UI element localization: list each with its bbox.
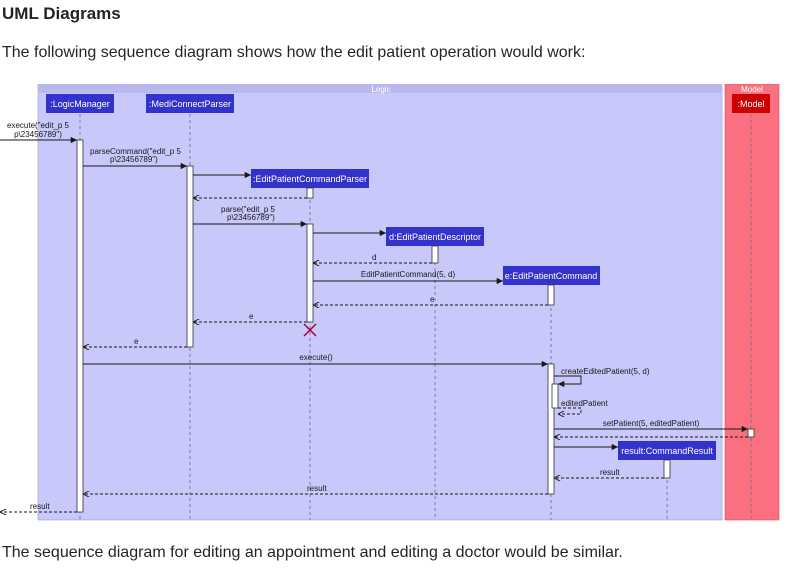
- ret-edited-patient-arrow: [558, 407, 582, 414]
- participant-logic-manager: :LogicManager: [46, 94, 114, 113]
- ret-result-label-2: result: [307, 484, 327, 493]
- msg-create-edited-patient-arrow: [554, 375, 582, 388]
- model-frame-title: Model: [741, 85, 763, 94]
- ret-e-label-1: e: [430, 295, 435, 304]
- msg-parse-label-2: p\23456789"): [227, 213, 275, 222]
- msg-execute-label-1: execute("edit_p 5: [7, 121, 70, 130]
- msg-parse-command-label-2: p\23456789"): [110, 155, 158, 164]
- msg-create-edited-patient-label: createEditedPatient(5, d): [561, 367, 650, 376]
- svg-text::MediConnectParser: :MediConnectParser: [149, 99, 231, 109]
- section-heading: UML Diagrams: [2, 4, 121, 23]
- msg-execute-command-label: execute(): [299, 353, 333, 362]
- model-frame: Model: [724, 84, 780, 521]
- ret-e-label-3: e: [134, 337, 139, 346]
- activation-bars: [76, 139, 755, 513]
- participant-edit-patient-descriptor: d:EditPatientDescriptor: [386, 227, 484, 246]
- msg-parse-command-label-1: parseCommand("edit_p 5: [90, 147, 181, 156]
- svg-text:d:EditPatientDescriptor: d:EditPatientDescriptor: [389, 232, 481, 242]
- msg-execute-label-2: p\23456789"): [14, 130, 62, 139]
- participant-edit-patient-command: e:EditPatientCommand: [503, 266, 600, 285]
- participant-model: :Model: [732, 94, 770, 113]
- msg-parse-label-1: parse("edit_p 5: [221, 205, 276, 214]
- logic-frame-title: Logic: [371, 85, 390, 94]
- intro-paragraph: The following sequence diagram shows how…: [2, 44, 586, 61]
- participant-medi-connect-parser: :MediConnectParser: [146, 94, 234, 113]
- msg-edit-patient-command-label: EditPatientCommand(5, d): [361, 270, 456, 279]
- destroy-marker: [303, 323, 317, 337]
- svg-text::Model: :Model: [737, 99, 764, 109]
- ret-d-label: d: [372, 253, 376, 262]
- svg-text:e:EditPatientCommand: e:EditPatientCommand: [505, 271, 598, 281]
- outro-paragraph: The sequence diagram for editing an appo…: [2, 544, 623, 561]
- participant-command-result: result:CommandResult: [618, 441, 716, 460]
- ret-result-label-3: result: [30, 502, 50, 511]
- ret-result-label-1: result: [600, 468, 620, 477]
- ret-e-label-2: e: [249, 312, 254, 321]
- logic-frame: Logic: [37, 84, 723, 521]
- participant-edit-patient-command-parser: :EditPatientCommandParser: [251, 169, 369, 188]
- svg-text::LogicManager: :LogicManager: [50, 99, 110, 109]
- sequence-diagram: Logic Model :LogicManager :MediConnectPa…: [0, 84, 780, 521]
- svg-text::EditPatientCommandParser: :EditPatientCommandParser: [253, 174, 367, 184]
- svg-text:result:CommandResult: result:CommandResult: [621, 446, 713, 456]
- ret-edited-patient-label: editedPatient: [561, 399, 608, 408]
- msg-set-patient-label: setPatient(5, editedPatient): [603, 419, 700, 428]
